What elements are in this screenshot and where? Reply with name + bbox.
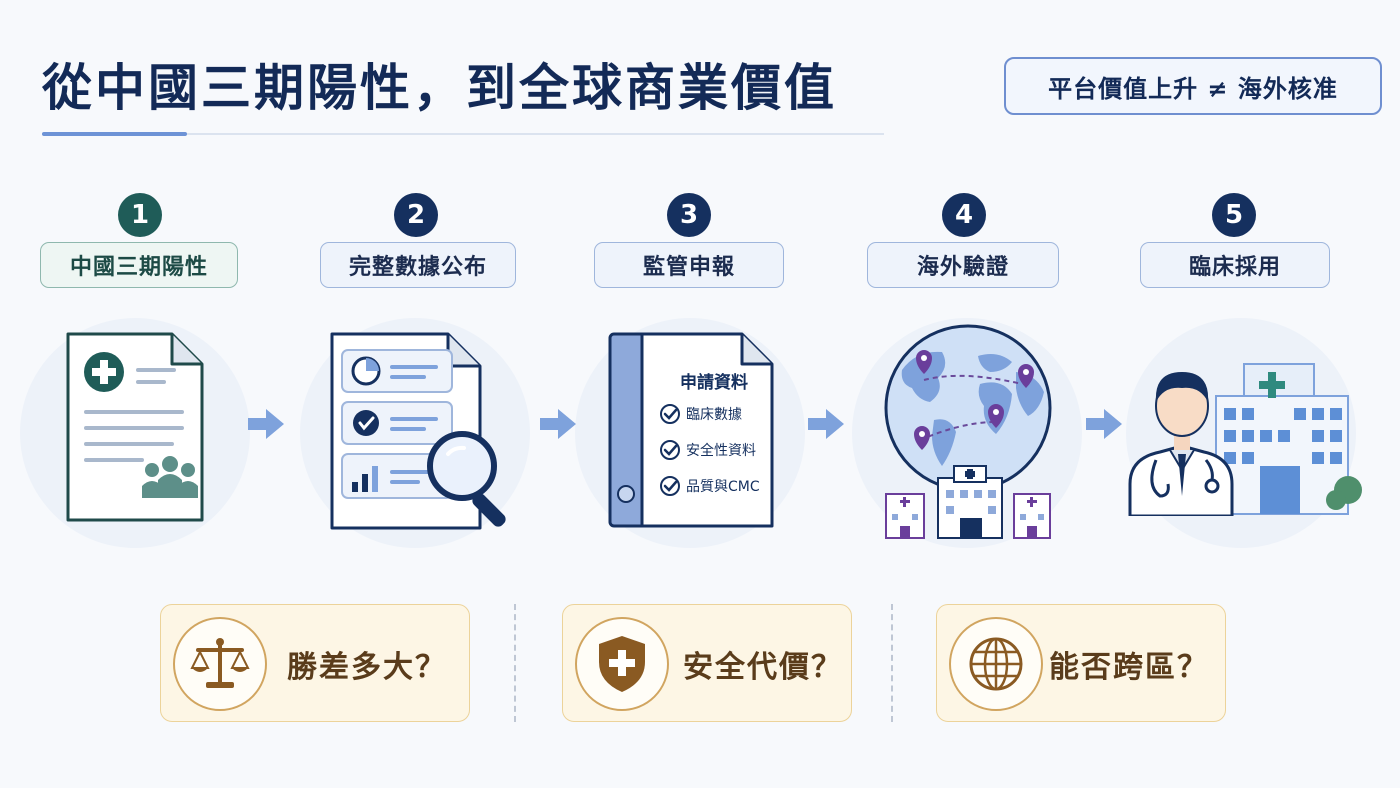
- binder-item-safety: 安全性資料: [686, 443, 756, 459]
- question-card-region: 能否跨區？: [936, 604, 1226, 722]
- scale-icon: [173, 617, 267, 711]
- globe-icon: [949, 617, 1043, 711]
- page-title: 從中國三期陽性，到全球商業價值: [42, 59, 837, 117]
- step-5-number: 5: [1212, 193, 1256, 237]
- value-badge: 平台價值上升 ≠ 海外核准: [1004, 57, 1382, 115]
- question-region-text: 能否跨區？: [1049, 650, 1209, 685]
- arrow-right-icon: [248, 409, 284, 439]
- submission-binder-icon: [608, 332, 774, 528]
- shield-plus-icon: [575, 617, 669, 711]
- question-margin-text: 勝差多大？: [287, 650, 447, 685]
- step-4-label: 海外驗證: [867, 242, 1059, 288]
- dashed-divider: [514, 604, 516, 722]
- question-card-safety: 安全代價？: [562, 604, 852, 722]
- arrow-right-icon: [540, 409, 576, 439]
- binder-title: 申請資料: [680, 373, 748, 393]
- arrow-right-icon: [1086, 409, 1122, 439]
- question-card-margin: 勝差多大？: [160, 604, 470, 722]
- step-3-number: 3: [667, 193, 711, 237]
- dashed-divider: [891, 604, 893, 722]
- doctor-hospital-icon: [1128, 363, 1362, 516]
- globe-validation-icon: [884, 324, 1052, 539]
- step-5-label: 臨床採用: [1140, 242, 1330, 288]
- arrow-right-icon: [808, 409, 844, 439]
- step-4-number: 4: [942, 193, 986, 237]
- binder-item-clinical: 臨床數據: [686, 407, 742, 423]
- step-1-number: 1: [118, 193, 162, 237]
- step-1-label: 中國三期陽性: [40, 242, 238, 288]
- binder-item-cmc: 品質與CMC: [686, 479, 760, 495]
- title-underline: [42, 133, 884, 135]
- clinical-report-icon: [66, 332, 204, 522]
- title-underline-accent: [42, 132, 187, 136]
- question-safety-text: 安全代價？: [683, 650, 843, 685]
- step-2-number: 2: [394, 193, 438, 237]
- step-2-label: 完整數據公布: [320, 242, 516, 288]
- step-3-label: 監管申報: [594, 242, 784, 288]
- data-report-magnifier-icon: [330, 332, 506, 530]
